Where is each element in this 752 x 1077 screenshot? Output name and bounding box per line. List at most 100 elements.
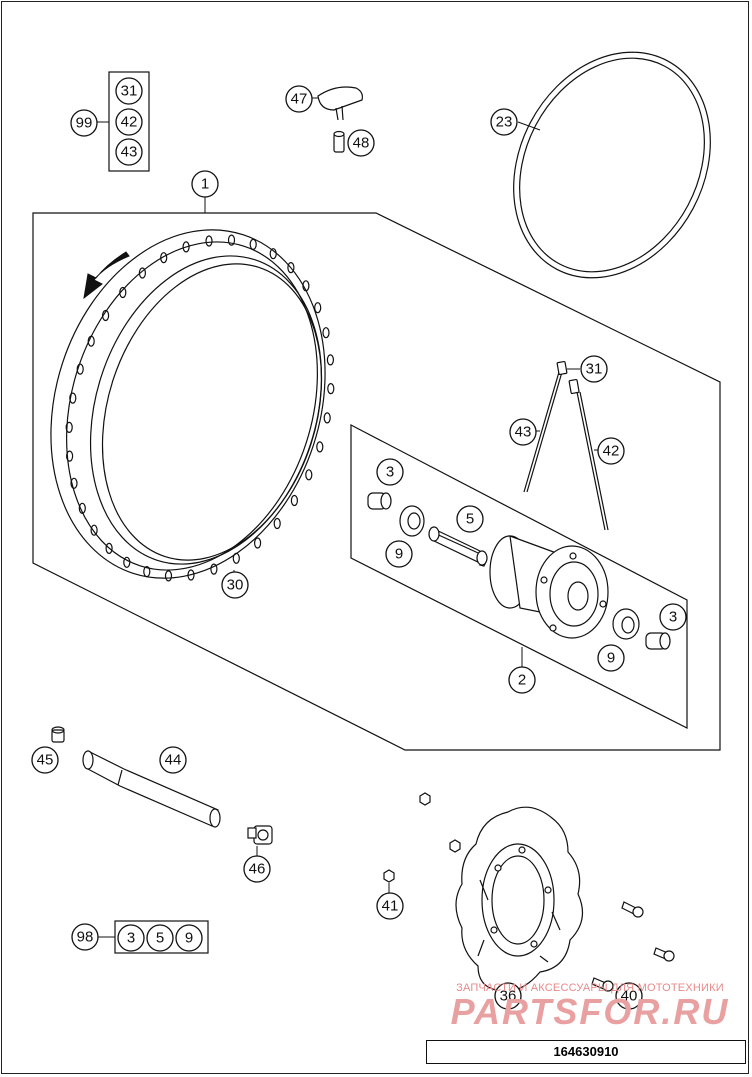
wheel-hub — [489, 535, 609, 639]
bearing-right — [612, 608, 640, 640]
svg-text:40: 40 — [621, 988, 638, 1005]
svg-text:1: 1 — [201, 176, 209, 193]
callout-42-spoke: 42 — [597, 437, 625, 465]
rim-spoke-hole — [305, 469, 313, 481]
svg-text:3: 3 — [386, 464, 394, 481]
callout-1: 1 — [191, 170, 219, 198]
svg-text:3: 3 — [669, 609, 677, 626]
callout-42: 42 — [115, 108, 143, 136]
svg-text:48: 48 — [353, 135, 370, 152]
valve-nut — [333, 130, 345, 153]
rim-spoke-hole — [87, 335, 95, 347]
svg-text:9: 9 — [185, 930, 193, 947]
callout-98: 98 — [71, 923, 99, 951]
rim-spoke-hole — [273, 517, 281, 530]
callout-99: 99 — [70, 109, 98, 137]
svg-text:99: 99 — [76, 115, 93, 132]
brake-disc — [455, 806, 584, 992]
disc-nuts — [383, 792, 461, 883]
callout-31-spoke: 31 — [580, 355, 608, 383]
rim-spoke-hole — [322, 327, 330, 339]
rim-spoke-hole — [70, 477, 78, 489]
rim-spoke-hole — [101, 309, 110, 322]
callout-48: 48 — [347, 129, 375, 157]
svg-text:46: 46 — [249, 861, 266, 878]
rim-spoke-hole — [160, 252, 168, 264]
svg-text:42: 42 — [603, 443, 620, 460]
rim-spoke-hole — [314, 302, 322, 314]
rim-spoke-hole — [123, 556, 131, 568]
callout-23: 23 — [490, 108, 518, 136]
wheel-assembly-outline — [32, 212, 721, 751]
hub-assembly-outline — [350, 424, 688, 729]
callout-3-left: 3 — [376, 458, 404, 486]
callout-40: 40 — [615, 982, 643, 1010]
spacer-right — [645, 632, 671, 650]
wheel-spindle — [82, 750, 221, 828]
svg-text:9: 9 — [607, 650, 615, 667]
callout-30: 30 — [221, 571, 249, 599]
svg-text:45: 45 — [37, 752, 54, 769]
rim-spoke-hole — [249, 238, 257, 250]
rim-spoke-hole — [65, 450, 74, 462]
rim-spoke-hole — [323, 412, 331, 424]
svg-text:31: 31 — [586, 361, 603, 378]
axle-bolt — [247, 825, 273, 845]
callout-5: 5 — [456, 505, 484, 533]
spoke-nipples — [556, 360, 580, 395]
rim-spoke-hole — [205, 235, 213, 247]
rim-spoke-hole — [227, 234, 236, 246]
svg-text:98: 98 — [77, 929, 94, 946]
svg-text:43: 43 — [515, 424, 532, 441]
rotation-direction-arrow-icon — [83, 251, 130, 300]
callout-44: 44 — [159, 746, 187, 774]
callout-9-left: 9 — [385, 540, 413, 568]
rim-spoke-hole — [187, 569, 195, 581]
callout-98-3: 3 — [117, 924, 145, 952]
callout-43: 43 — [115, 138, 143, 166]
rim-spoke-hole — [143, 565, 151, 578]
callout-45: 45 — [31, 746, 59, 774]
rim-spoke-hole — [326, 354, 334, 366]
spokes — [523, 371, 609, 531]
callout-47: 47 — [285, 85, 313, 113]
svg-text:23: 23 — [496, 114, 513, 131]
callout-46: 46 — [243, 855, 271, 883]
svg-text:41: 41 — [382, 898, 399, 915]
svg-text:3: 3 — [127, 930, 135, 947]
valve-cap — [317, 86, 363, 121]
callout-36: 36 — [494, 982, 522, 1010]
callout-98-5: 5 — [146, 924, 174, 952]
rim-spoke-hole — [182, 241, 190, 253]
svg-text:43: 43 — [121, 144, 138, 161]
svg-text:42: 42 — [121, 114, 138, 131]
callout-43-spoke: 43 — [509, 418, 537, 446]
rim — [50, 229, 335, 582]
rim-spoke-hole — [316, 441, 324, 453]
svg-text:9: 9 — [395, 546, 403, 563]
rim-spoke-hole — [290, 494, 298, 507]
rim-spoke-hole — [210, 563, 218, 575]
bearing-left — [399, 505, 425, 537]
rim-spoke-hole — [78, 502, 86, 514]
svg-text:31: 31 — [121, 83, 138, 100]
svg-text:2: 2 — [518, 672, 526, 689]
axle-nut — [51, 726, 65, 743]
rim-spoke-hole — [90, 524, 98, 536]
disc-screws — [591, 901, 675, 992]
rim-spoke-hole — [138, 267, 146, 279]
callout-41: 41 — [376, 892, 404, 920]
svg-text:5: 5 — [156, 930, 164, 947]
callout-9-right: 9 — [597, 644, 625, 672]
rim-spoke-hole — [164, 570, 173, 582]
distance-sleeve — [428, 526, 488, 567]
callout-3-right: 3 — [659, 603, 687, 631]
rim-spoke-hole — [69, 392, 77, 404]
rim-spoke-hole — [76, 363, 84, 375]
svg-text:5: 5 — [466, 511, 474, 528]
svg-text:36: 36 — [500, 988, 517, 1005]
rim-spoke-hole — [254, 537, 262, 549]
rim-spoke-hole — [327, 383, 335, 395]
